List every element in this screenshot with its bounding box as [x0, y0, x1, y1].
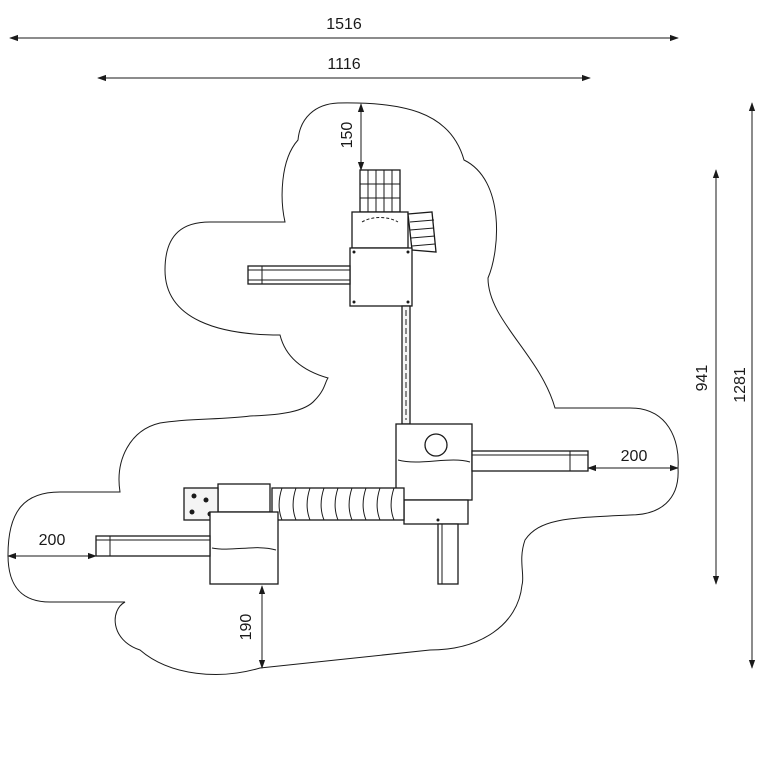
top-tower	[247, 169, 437, 307]
porthole	[424, 433, 448, 457]
label-150: 150	[339, 122, 356, 149]
label-200-right: 200	[621, 448, 648, 465]
vertical-bridge	[401, 305, 411, 425]
top-slide	[247, 265, 351, 285]
upper-platform	[351, 211, 409, 249]
dimension-top-clearance: 150	[339, 103, 365, 171]
climbing-net	[359, 169, 401, 213]
dimension-left-clearance: 200	[7, 532, 97, 560]
label-1516: 1516	[326, 16, 362, 33]
dimension-overall-height: 1281	[732, 102, 756, 669]
dimension-inner-height: 941	[694, 169, 720, 585]
label-190: 190	[238, 614, 255, 641]
crawl-tunnel	[271, 487, 405, 521]
dimension-overall-width: 1516	[9, 16, 679, 42]
dimension-inner-width: 1116	[97, 56, 591, 82]
label-1116: 1116	[327, 56, 360, 73]
ladder-stairs	[407, 211, 437, 253]
label-1281: 1281	[732, 367, 749, 403]
label-200-left: 200	[39, 532, 66, 549]
top-deck	[349, 247, 413, 307]
safety-zone-outline	[7, 102, 679, 675]
label-941: 941	[694, 365, 711, 392]
dimension-right-clearance: 200	[587, 448, 679, 472]
right-tower	[395, 423, 589, 585]
left-tower	[95, 483, 279, 585]
dimension-bottom-clearance: 190	[238, 585, 266, 669]
